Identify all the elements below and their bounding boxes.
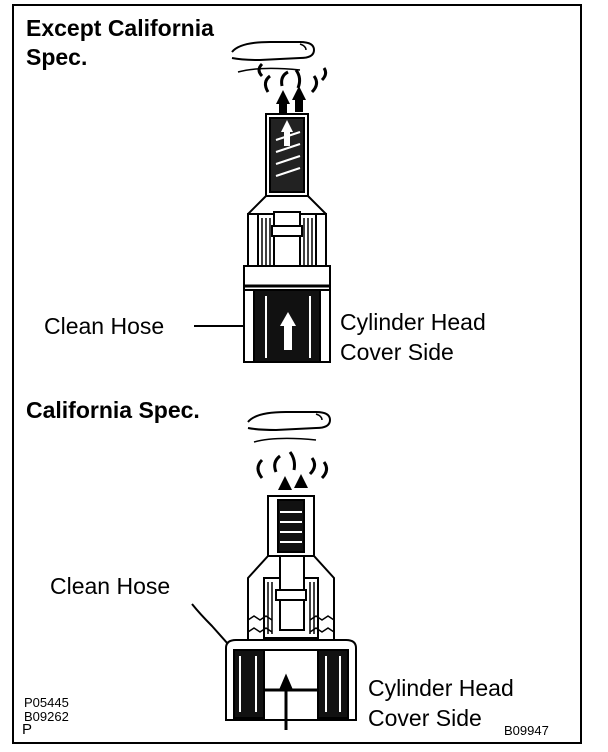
bottom-finger-icon bbox=[247, 411, 332, 443]
figure-code-b09947: B09947 bbox=[504, 723, 549, 738]
top-pcv-valve-icon bbox=[243, 113, 331, 363]
bottom-air-puff-icon bbox=[256, 451, 329, 480]
figure-code-b09262: B09262 bbox=[24, 709, 69, 724]
figure-code-p05445: P05445 bbox=[24, 695, 69, 710]
bottom-cylinder-head-label: Cylinder Head bbox=[368, 675, 514, 701]
bottom-pcv-valve-icon bbox=[225, 495, 357, 730]
top-cylinder-head-label: Cylinder Head bbox=[340, 309, 486, 335]
top-clean-hose-label: Clean Hose bbox=[44, 313, 165, 339]
bottom-clean-hose-label: Clean Hose bbox=[50, 573, 171, 599]
top-cover-side-label: Cover Side bbox=[340, 339, 454, 365]
bottom-title: California Spec. bbox=[26, 397, 200, 423]
bottom-cover-side-label: Cover Side bbox=[368, 705, 482, 731]
figure-code-p: P bbox=[22, 721, 33, 738]
top-title-line2: Spec. bbox=[26, 44, 88, 70]
top-title-line1: Except California bbox=[26, 15, 214, 41]
top-air-puff-icon bbox=[257, 62, 328, 94]
top-air-up-arrow-icon bbox=[276, 86, 306, 116]
bottom-air-up-arrow-icon bbox=[278, 474, 308, 490]
bottom-clean-hose-leader bbox=[191, 603, 229, 645]
top-finger-icon bbox=[231, 41, 316, 73]
